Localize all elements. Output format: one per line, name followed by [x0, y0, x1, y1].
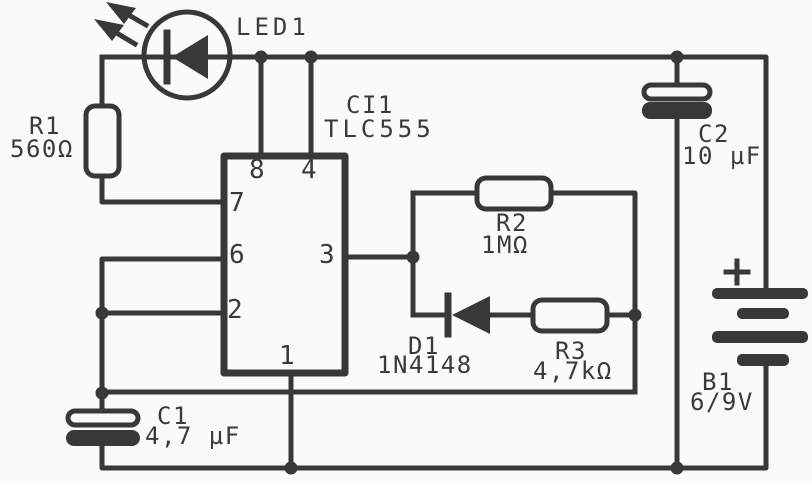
light-arrow-shafts [111, 10, 150, 48]
c1-positive-plate [65, 408, 141, 428]
junction-dot [670, 461, 684, 475]
d1-ref-label: D1 [408, 332, 440, 360]
ic-pin6-label: 6 [229, 240, 245, 270]
r3-value-label: 4,7kΩ [533, 357, 613, 385]
junction-dot [304, 50, 318, 64]
capacitor-c1-symbol [65, 408, 141, 446]
wire-led-r1-pin7 [99, 54, 227, 205]
c2-positive-plate [641, 82, 713, 102]
b1-value-label: 6/9V [690, 388, 754, 416]
junction-dot [284, 461, 298, 475]
wire-bottom-rail [99, 363, 769, 471]
r2-ref-label: R2 [496, 209, 528, 237]
resistor-r2-body [474, 175, 554, 212]
r1-ref-label: R1 [29, 112, 61, 140]
led-symbol [94, 2, 233, 101]
battery-plate-long [712, 331, 808, 343]
r1-value-label: 560Ω [10, 135, 74, 163]
junction-dot [95, 306, 109, 320]
diode-d1-symbol [444, 292, 490, 338]
ci1-part-label: TLC555 [324, 115, 435, 143]
c2-ref-label: C2 [698, 120, 730, 148]
battery-plate-short [737, 354, 789, 366]
capacitor-c2-symbol [641, 82, 713, 119]
d1-triangle [452, 296, 490, 334]
ci1-ref-label: CI1 [346, 91, 394, 119]
ic-pin8-label: 8 [249, 155, 265, 185]
light-emission-arrows [94, 2, 136, 41]
resistor-r1-body [83, 103, 122, 179]
c1-negative-plate [66, 430, 140, 446]
ic-pin7-label: 7 [229, 188, 245, 218]
c1-ref-label: C1 [157, 402, 189, 430]
b1-ref-label: B1 [702, 368, 734, 396]
ic-555-body [220, 152, 349, 377]
led-triangle [172, 35, 208, 79]
battery-plate-short [737, 308, 789, 319]
junction-dot [406, 250, 420, 264]
c2-negative-plate [642, 102, 712, 119]
c1-value-label: 4,7 µF [145, 422, 241, 450]
ic-pin3-label: 3 [319, 240, 335, 270]
resistor-r3-body [530, 297, 610, 334]
battery-b1-symbol [712, 288, 808, 366]
wire-top-rail [99, 54, 769, 292]
ic-pin2-label: 2 [227, 295, 243, 325]
ic-pin1-label: 1 [279, 341, 295, 371]
r3-ref-label: R3 [555, 337, 587, 365]
battery-plate-long [712, 288, 808, 299]
wire-pin6-pin2-c1 [99, 256, 227, 415]
junction-dot [628, 308, 642, 322]
junction-dot [670, 50, 684, 64]
light-arrow-icon [106, 2, 136, 24]
battery-plus-sign [723, 258, 751, 286]
r2-value-label: 1MΩ [481, 231, 529, 259]
junction-dots [95, 50, 684, 475]
led1-label: LED1 [236, 13, 310, 41]
junction-dot [254, 50, 268, 64]
ic-pin4-label: 4 [301, 155, 317, 185]
light-arrow-icon [94, 19, 124, 41]
led-circle [141, 9, 233, 101]
c2-value-label: 10 µF [682, 142, 762, 170]
d1-part-label: 1N4148 [377, 351, 473, 379]
junction-dot [95, 386, 109, 400]
